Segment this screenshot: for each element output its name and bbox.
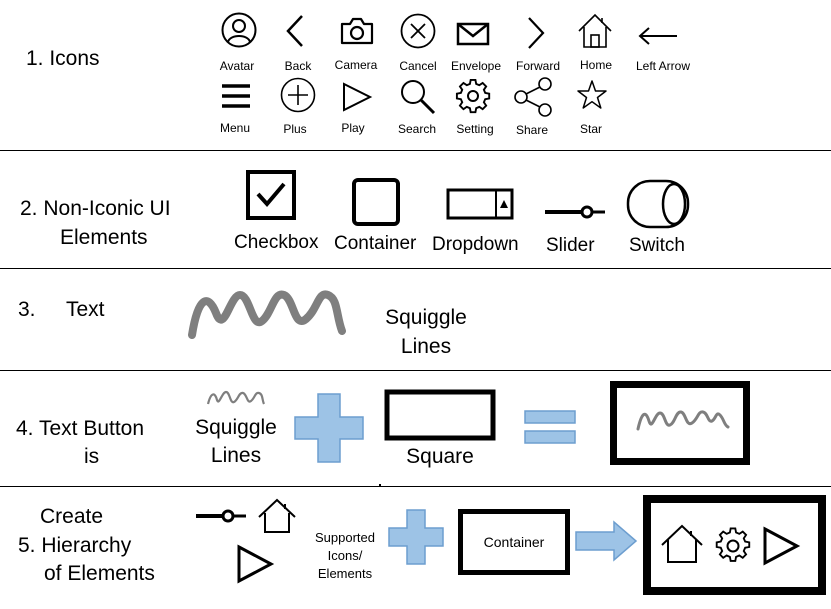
play-label: Play	[341, 121, 365, 135]
avatar-label: Avatar	[219, 59, 255, 73]
play-icon	[343, 82, 373, 112]
small-squiggle-graphic	[206, 390, 266, 405]
section-divider	[0, 268, 831, 269]
left-arrow-icon	[638, 27, 677, 45]
menu-label: Menu	[219, 121, 251, 135]
squiggle-lines-graphic	[188, 290, 346, 339]
avatar-icon	[221, 12, 257, 48]
cancel-label: Cancel	[399, 59, 437, 73]
share-label: Share	[515, 123, 549, 137]
container-element	[352, 178, 400, 226]
section-divider	[0, 486, 831, 487]
home-label: Home	[579, 58, 612, 72]
supported-elements-caption: Supported Icons/ Elements	[303, 529, 387, 583]
checkbox-label: Checkbox	[234, 232, 319, 253]
hierarchy-container-label: Container	[483, 534, 545, 550]
star-icon	[577, 80, 607, 109]
setting-icon	[455, 78, 491, 114]
arrow-right-operator	[575, 520, 638, 562]
section-2-label-line2: Elements	[60, 226, 148, 249]
section-4-label-line2: is	[84, 445, 100, 468]
square-element	[384, 389, 496, 441]
slider-element	[545, 205, 605, 219]
section-3-label: Text	[66, 298, 105, 321]
switch-label: Switch	[629, 235, 685, 256]
envelope-icon	[456, 22, 490, 46]
hierarchy-plus-operator	[388, 509, 444, 565]
result-home-icon	[661, 524, 703, 563]
section-divider	[0, 150, 831, 151]
star-label: Star	[579, 122, 602, 136]
section-divider	[0, 370, 831, 371]
back-icon	[286, 15, 303, 47]
supported-line2: Icons/	[327, 548, 363, 563]
hierarchy-container-box: Container	[458, 509, 570, 575]
envelope-label: Envelope	[450, 59, 502, 73]
search-label: Search	[397, 122, 437, 136]
section-5-label-line2: 5. Hierarchy	[18, 534, 132, 557]
camera-icon	[340, 17, 374, 45]
section-1-label: 1. Icons	[26, 47, 100, 70]
equals-operator	[524, 410, 576, 444]
checkbox-element	[246, 170, 296, 220]
container-label: Container	[334, 233, 417, 254]
dropdown-element	[446, 188, 514, 220]
menu-icon	[222, 84, 250, 108]
home-icon	[578, 13, 612, 48]
section-2-label-line1: 2. Non-Iconic UI	[20, 197, 171, 220]
plus-operator	[294, 393, 364, 463]
plus-icon	[280, 77, 316, 113]
text-button-squiggle-line2: Lines	[210, 444, 262, 467]
text-button-squiggle-line1: Squiggle	[195, 416, 277, 439]
section-3-number: 3.	[18, 298, 36, 321]
result-setting-icon	[715, 527, 751, 562]
forward-label: Forward	[515, 59, 560, 73]
slider-label: Slider	[546, 235, 595, 256]
hierarchy-play-icon	[237, 544, 275, 584]
squiggle-caption-line1: Squiggle	[385, 306, 467, 329]
stray-mark	[379, 484, 381, 487]
supported-line1: Supported	[315, 530, 375, 545]
plus-label: Plus	[283, 122, 307, 136]
hierarchy-result-container	[643, 495, 826, 595]
hierarchy-slider-icon	[196, 509, 246, 523]
search-icon	[401, 80, 436, 115]
cancel-icon	[400, 13, 436, 49]
section-5-label-line3: of Elements	[44, 562, 155, 585]
switch-element	[626, 179, 690, 229]
squiggle-caption-line2: Lines	[400, 335, 452, 358]
share-icon	[514, 77, 552, 117]
dropdown-label: Dropdown	[432, 234, 519, 255]
text-button-result	[610, 381, 750, 465]
result-play-icon	[763, 526, 801, 566]
setting-label: Setting	[456, 122, 494, 136]
supported-line3: Elements	[317, 566, 373, 581]
left-arrow-label: Left Arrow	[635, 59, 691, 73]
section-4-label-line1: 4. Text Button	[16, 417, 145, 440]
square-label: Square	[406, 445, 474, 468]
camera-label: Camera	[334, 58, 378, 72]
forward-icon	[528, 17, 545, 49]
section-5-label-line1: Create	[40, 505, 104, 528]
hierarchy-home-icon	[258, 498, 296, 533]
back-label: Back	[284, 59, 312, 73]
